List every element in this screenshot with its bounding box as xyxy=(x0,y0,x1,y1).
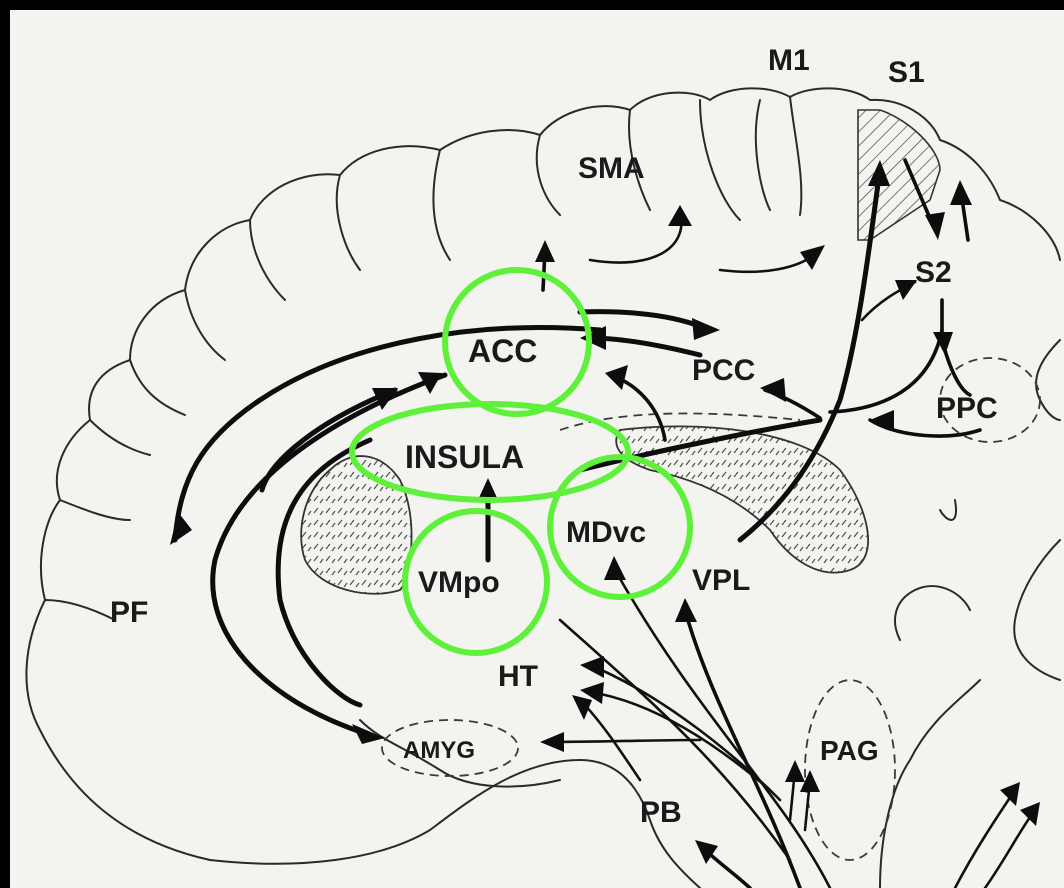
label-s1: S1 xyxy=(888,56,925,89)
label-pb: PB xyxy=(640,796,682,829)
label-pcc: PCC xyxy=(692,354,755,387)
label-mdvc: MDvc xyxy=(566,516,646,549)
label-pag: PAG xyxy=(820,735,879,766)
label-s2: S2 xyxy=(915,256,952,289)
label-insula: INSULA xyxy=(405,439,524,475)
label-vpl: VPL xyxy=(692,564,750,597)
label-ppc: PPC xyxy=(936,392,998,425)
label-ht: HT xyxy=(498,660,538,693)
label-acc: ACC xyxy=(468,333,537,369)
label-sma: SMA xyxy=(578,152,645,185)
label-vmpo: VMpo xyxy=(418,566,500,599)
label-pf: PF xyxy=(110,596,148,629)
label-amyg: AMYG xyxy=(403,737,475,764)
label-m1: M1 xyxy=(768,44,810,77)
